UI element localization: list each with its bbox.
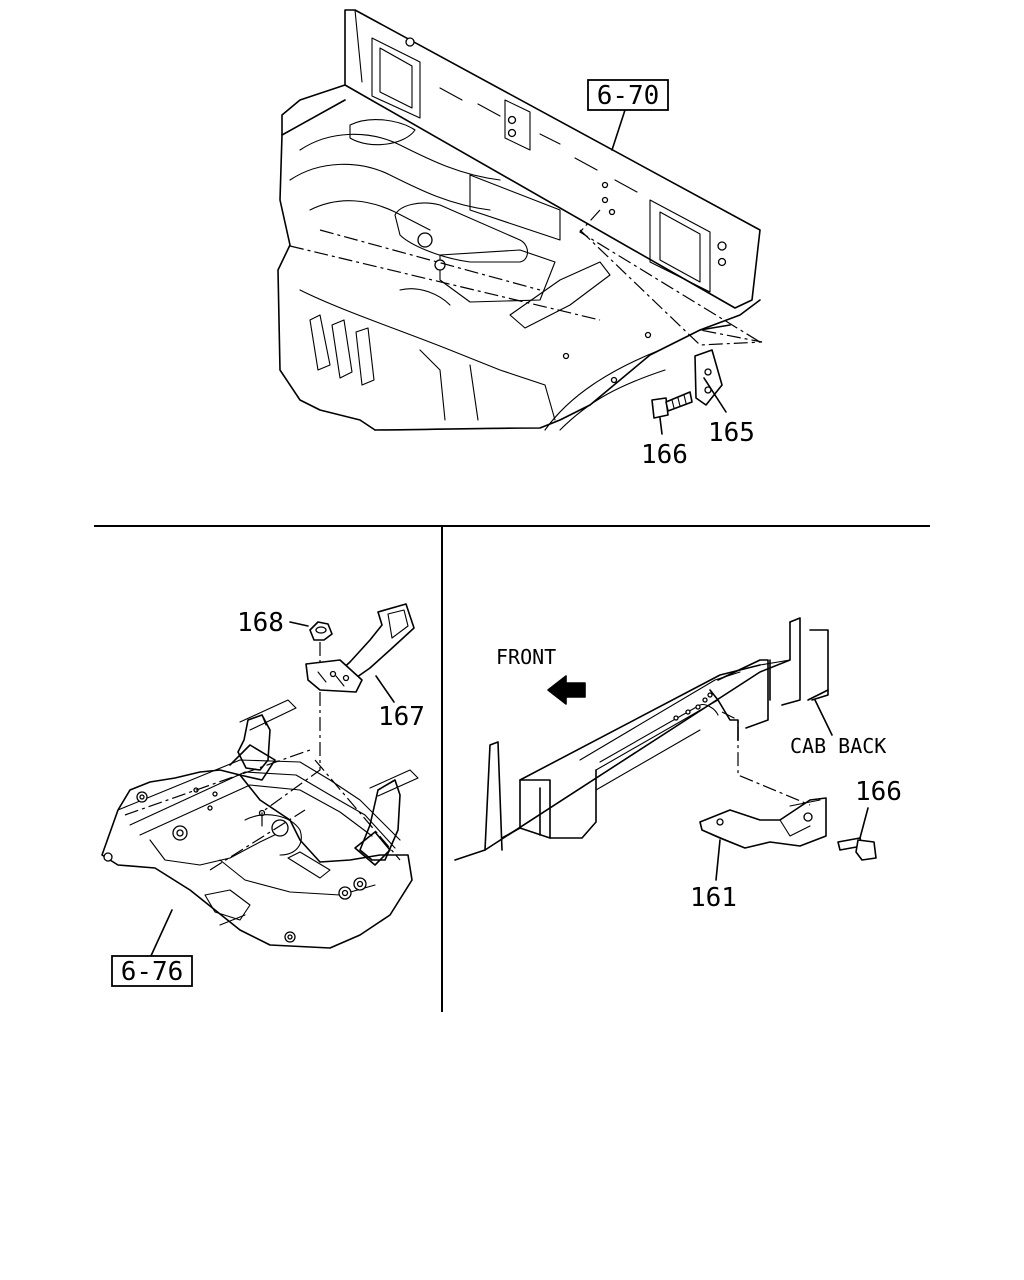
ref-box-6-76: 6-76: [111, 955, 193, 987]
callout-161: 161: [690, 883, 737, 913]
bottom-left-leaders: [149, 621, 395, 959]
cab-back-label: CAB BACK: [790, 734, 886, 758]
front-label: FRONT: [496, 645, 556, 669]
bolt-166-bottom: [837, 837, 877, 861]
bracket-165: [694, 349, 723, 406]
install-line-161: [721, 711, 811, 806]
top-view-leaders: [611, 109, 727, 435]
callout-168: 168: [237, 608, 284, 638]
nut-168: [309, 621, 333, 641]
callout-165: 165: [708, 418, 755, 448]
ref-box-6-70: 6-70: [587, 79, 669, 111]
bottom-left-tank-frame: [101, 699, 419, 949]
callout-166-top: 166: [641, 440, 688, 470]
bracket-161: [699, 797, 827, 849]
install-line-167: [261, 642, 321, 830]
bracket-167: [305, 603, 415, 693]
top-view-floor-panel: [277, 9, 763, 431]
ref-label-6-76: 6-76: [121, 957, 184, 987]
bolt-166-top: [651, 391, 693, 419]
bottom-right-frame: [454, 617, 829, 861]
front-arrow: [547, 675, 586, 705]
callout-167: 167: [378, 702, 425, 732]
bottom-right-leaders: [715, 699, 869, 881]
ref-label-6-70: 6-70: [597, 81, 660, 111]
callout-166-bottom: 166: [855, 777, 902, 807]
